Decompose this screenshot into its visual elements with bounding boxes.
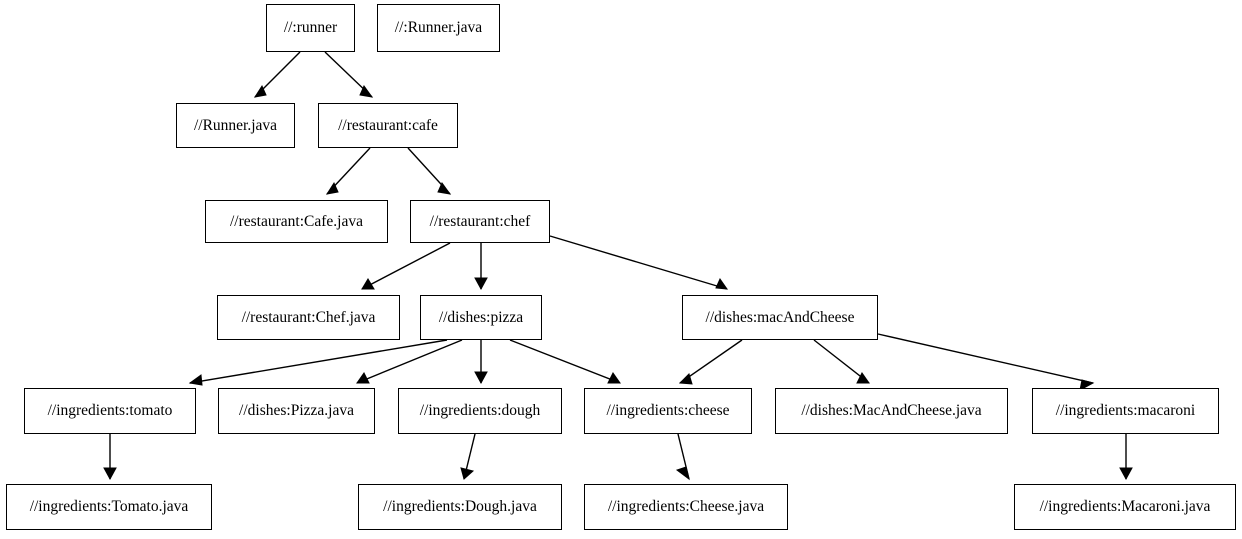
- graph-node-label: //restaurant:chef: [429, 212, 531, 230]
- graph-node-restaurant_chef[interactable]: //restaurant:chef: [410, 200, 550, 243]
- graph-node-label: //restaurant:Chef.java: [241, 308, 376, 326]
- graph-node-mac_java[interactable]: //dishes:MacAndCheese.java: [775, 388, 1008, 434]
- graph-node-label: //ingredients:tomato: [47, 402, 173, 420]
- graph-node-label: //dishes:Pizza.java: [239, 402, 354, 420]
- graph-node-ing_cheese[interactable]: //ingredients:cheese: [584, 388, 752, 434]
- graph-node-label: //ingredients:cheese: [606, 402, 730, 420]
- graph-node-ing_dough[interactable]: //ingredients:dough: [398, 388, 562, 434]
- graph-node-label: //ingredients:Macaroni.java: [1039, 498, 1211, 516]
- graph-node-label: //Runner.java: [193, 116, 278, 134]
- graph-node-label: //dishes:pizza: [438, 308, 524, 326]
- graph-node-chef_java[interactable]: //restaurant:Chef.java: [217, 295, 400, 340]
- graph-node-label: //ingredients:Cheese.java: [607, 498, 765, 516]
- graph-node-runner[interactable]: //:runner: [266, 4, 355, 52]
- graph-node-dishes_pizza[interactable]: //dishes:pizza: [420, 295, 542, 340]
- graph-node-dishes_mac[interactable]: //dishes:macAndCheese: [682, 295, 878, 340]
- graph-node-label: //restaurant:cafe: [338, 116, 438, 134]
- graph-node-label: //restaurant:Cafe.java: [230, 212, 363, 230]
- graph-node-cafe_java[interactable]: //restaurant:Cafe.java: [205, 200, 388, 243]
- graph-node-ing_tomato[interactable]: //ingredients:tomato: [24, 388, 196, 434]
- graph-node-runner_java[interactable]: //Runner.java: [176, 103, 295, 148]
- graph-node-dough_java[interactable]: //ingredients:Dough.java: [358, 484, 562, 530]
- graph-node-label: //dishes:macAndCheese: [705, 308, 855, 326]
- graph-node-label: //ingredients:Tomato.java: [29, 498, 189, 516]
- graph-node-pizza_java[interactable]: //dishes:Pizza.java: [218, 388, 375, 434]
- graph-node-label: //ingredients:macaroni: [1055, 402, 1196, 420]
- graph-node-ing_macaroni[interactable]: //ingredients:macaroni: [1032, 388, 1219, 434]
- graph-node-restaurant_cafe[interactable]: //restaurant:cafe: [318, 103, 458, 148]
- graph-node-label: //ingredients:Dough.java: [383, 498, 537, 516]
- graph-node-label: //dishes:MacAndCheese.java: [801, 402, 982, 420]
- graph-node-colon_runner_java[interactable]: //:Runner.java: [377, 4, 500, 52]
- graph-node-cheese_java[interactable]: //ingredients:Cheese.java: [584, 484, 788, 530]
- graph-node-label: //:runner: [283, 19, 338, 37]
- graph-node-label: //:Runner.java: [394, 19, 483, 37]
- graph-node-label: //ingredients:dough: [419, 402, 541, 420]
- graph-node-macaroni_java[interactable]: //ingredients:Macaroni.java: [1014, 484, 1236, 530]
- graph-node-tomato_java[interactable]: //ingredients:Tomato.java: [6, 484, 212, 530]
